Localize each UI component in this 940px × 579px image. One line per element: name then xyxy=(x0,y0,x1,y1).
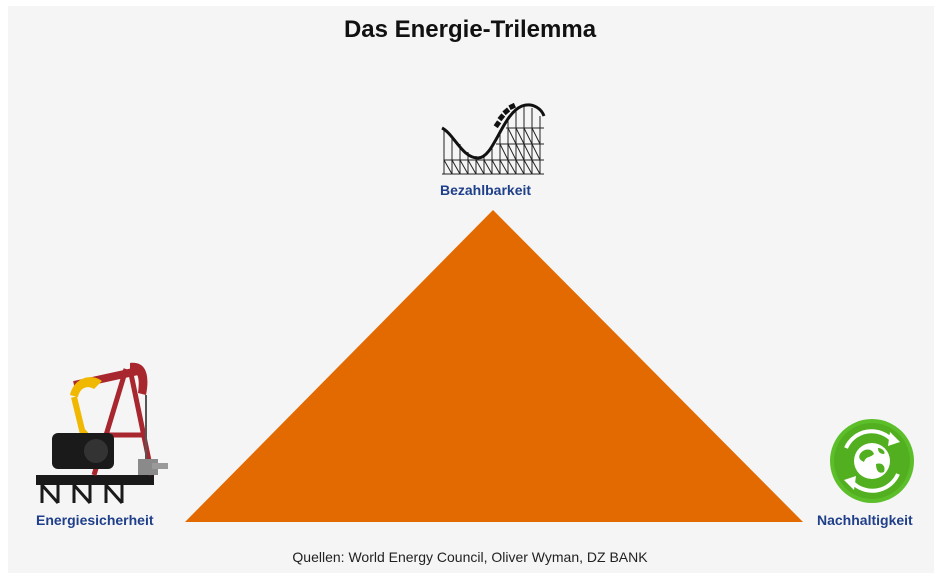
oil-pumpjack-icon xyxy=(36,362,168,504)
triangle-shape xyxy=(185,210,803,522)
source-note: Quellen: World Energy Council, Oliver Wy… xyxy=(292,549,648,565)
label-bezahlbarkeit: Bezahlbarkeit xyxy=(440,182,532,198)
label-energiesicherheit: Energiesicherheit xyxy=(36,512,154,528)
green-globe-icon xyxy=(830,419,914,503)
label-nachhaltigkeit: Nachhaltigkeit xyxy=(817,512,913,528)
roller-coaster-icon xyxy=(441,102,546,175)
diagram-title: Das Energie-Trilemma xyxy=(343,16,597,43)
